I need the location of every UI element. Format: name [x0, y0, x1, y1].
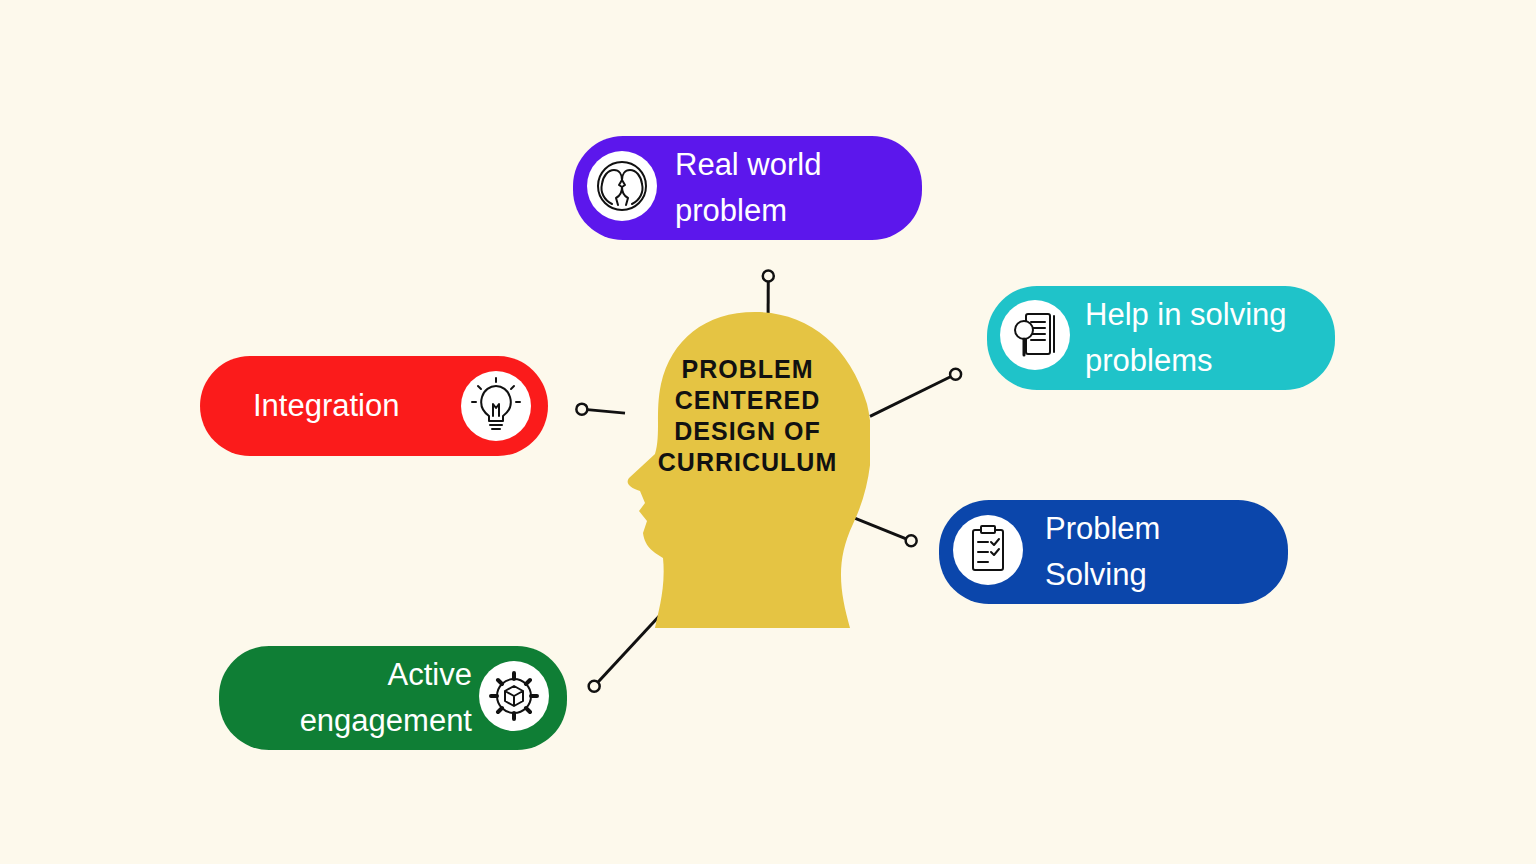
topic-label: Integration: [253, 383, 400, 429]
research-icon: [1000, 300, 1070, 370]
topic-label: Help in solving problems: [1085, 292, 1321, 384]
connector-line: [853, 517, 911, 540]
two-heads-icon: [587, 151, 657, 221]
connector-end-dot: [589, 681, 600, 692]
connector-end-dot: [906, 535, 917, 546]
clipboard-icon: [953, 515, 1023, 585]
connector: [576, 404, 625, 415]
connector-end-dot: [763, 270, 774, 281]
topic-label: Real world problem: [675, 142, 875, 234]
lightbulb-icon: [461, 371, 531, 441]
topic-pill: Help in solving problems: [987, 286, 1335, 390]
connector-end-dot: [950, 369, 961, 380]
topic-label: Active engagement: [272, 652, 472, 744]
gear-cube-icon: [479, 661, 549, 731]
topic-pill: Problem Solving: [939, 500, 1288, 604]
connector-end-dot: [576, 404, 587, 415]
topic-pill: Real world problem: [573, 136, 922, 240]
head-silhouette-node: PROBLEM CENTERED DESIGN OF CURRICULUM: [625, 312, 870, 628]
topic-label: Problem Solving: [1045, 506, 1215, 598]
connector: [853, 517, 917, 546]
connector-line: [870, 374, 956, 416]
topic-pill: Active engagement: [219, 646, 567, 750]
central-topic: PROBLEM CENTERED DESIGN OF CURRICULUM: [658, 354, 837, 478]
topic-pill: Integration: [200, 356, 548, 456]
head-outline: [628, 312, 870, 628]
head-text-wrap: PROBLEM CENTERED DESIGN OF CURRICULUM: [625, 354, 870, 478]
connector: [870, 369, 961, 417]
